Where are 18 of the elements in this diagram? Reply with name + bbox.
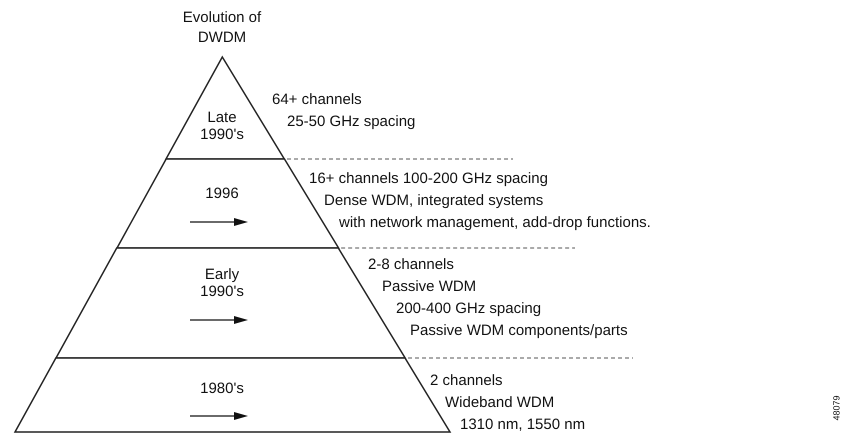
- tier-description: with network management, add-drop functions.: [339, 214, 651, 231]
- tier-label: 1996: [204, 185, 240, 202]
- tier-description: 1310 nm, 1550 nm: [460, 416, 586, 433]
- tier-description: 16+ channels 100-200 GHz spacing: [309, 170, 548, 187]
- tier-label: 1980's: [199, 380, 245, 397]
- tier-description: Passive WDM: [382, 278, 476, 295]
- tier-description: 2-8 channels: [368, 256, 454, 273]
- tier-description: 200-400 GHz spacing: [396, 300, 542, 317]
- tier-label: Late 1990's: [199, 109, 245, 143]
- tier-description: Dense WDM, integrated systems: [324, 192, 544, 209]
- tier-label: Early 1990's: [199, 266, 245, 300]
- tier-description: Passive WDM components/parts: [410, 322, 628, 339]
- tier-description: 2 channels: [430, 372, 503, 389]
- figure-number: 48079: [832, 395, 842, 421]
- diagram-title: Evolution of DWDM: [182, 8, 262, 48]
- tier-description: 64+ channels: [272, 91, 362, 108]
- tier-description: Wideband WDM: [445, 394, 554, 411]
- tier-description: 25-50 GHz spacing: [287, 113, 416, 130]
